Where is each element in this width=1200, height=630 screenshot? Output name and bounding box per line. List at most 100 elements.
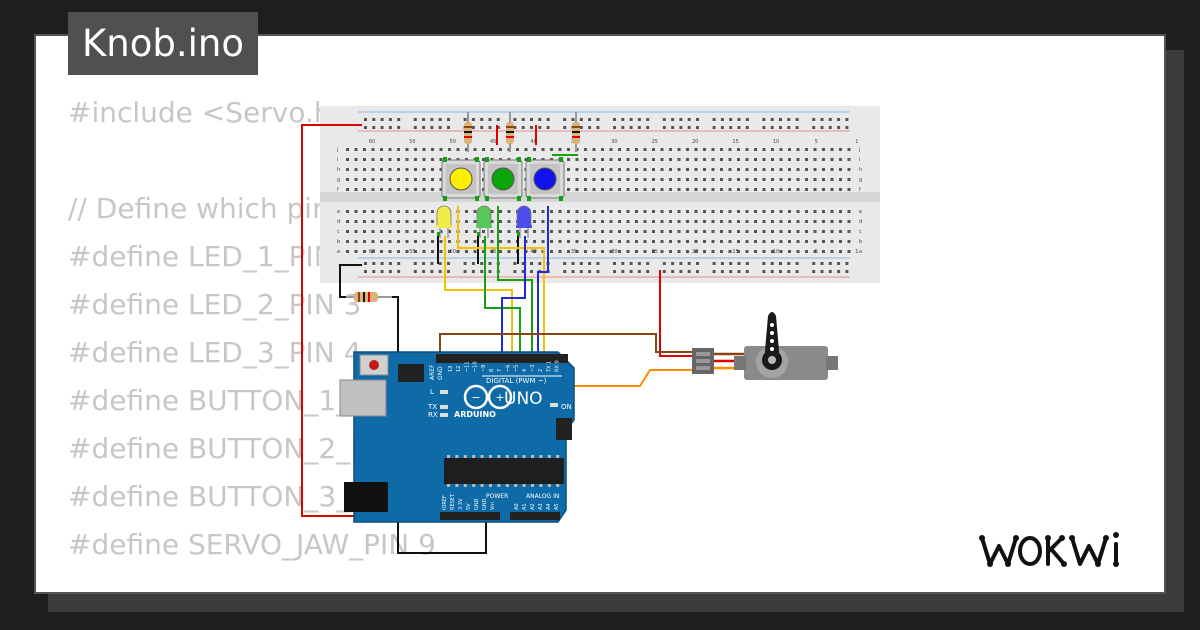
power-pin-label: GND bbox=[474, 498, 480, 510]
power-pin-label: IOREF bbox=[442, 495, 448, 510]
resistor-1 bbox=[464, 112, 472, 152]
resistor-2 bbox=[506, 112, 514, 152]
breadboard-row-letter: d bbox=[337, 219, 340, 225]
led-1 bbox=[436, 205, 452, 238]
power-pin-label: 3.3V bbox=[458, 498, 464, 510]
breadboard-row-letter: e bbox=[337, 209, 340, 215]
code-line: #define SERVO_JAW_PIN 9 bbox=[68, 528, 436, 561]
wire-green-btn bbox=[497, 206, 533, 358]
breadboard-row-letter: j bbox=[858, 147, 860, 153]
usb-connector bbox=[339, 379, 387, 417]
wire-blue-btn bbox=[537, 206, 549, 358]
push-buttons bbox=[441, 157, 565, 201]
resistor-gnd bbox=[346, 292, 392, 302]
breadboard-row-letter: a bbox=[859, 249, 862, 255]
breadboard-row-letter: j bbox=[336, 147, 338, 153]
analog-pin-label: A3 bbox=[538, 503, 544, 510]
led-3 bbox=[516, 205, 532, 238]
digital-pin-label: 7 bbox=[497, 369, 503, 372]
power-pin-label: Vin bbox=[490, 502, 496, 510]
breadboard-col-number: 20 bbox=[692, 249, 698, 255]
digital-pin-label: 13 bbox=[448, 366, 454, 372]
wire-red-servo bbox=[659, 270, 692, 357]
digital-pin-label: 8 bbox=[489, 369, 495, 372]
breadboard-col-number: 1 bbox=[855, 139, 858, 145]
push-button-2[interactable] bbox=[483, 157, 523, 201]
breadboard-col-number: 60 bbox=[369, 249, 375, 255]
breadboard-col-number: 10 bbox=[773, 249, 779, 255]
digital-pin-label: ~5 bbox=[514, 365, 520, 372]
digital-pin-label: ~3 bbox=[530, 365, 536, 372]
breadboard-row-letter: i bbox=[337, 157, 338, 163]
digital-pin-label: ~9 bbox=[481, 365, 487, 372]
breadboard-col-number: 30 bbox=[611, 249, 617, 255]
analog-pin-label: A5 bbox=[554, 503, 560, 510]
breadboard-col-number: 15 bbox=[732, 249, 738, 255]
breadboard-col-number: 50 bbox=[450, 139, 456, 145]
icsp-header-right bbox=[556, 418, 572, 440]
breadboard-row-letter: b bbox=[859, 239, 862, 245]
digital-pin-label: 4 bbox=[522, 369, 528, 372]
digital-pin-label: TX 1 bbox=[546, 361, 552, 373]
wire-blue-led3 bbox=[501, 236, 526, 358]
breadboard-col-number: 40 bbox=[530, 249, 536, 255]
aref-label: AREF bbox=[429, 364, 436, 380]
breadboard-row-letter: g bbox=[337, 177, 340, 183]
push-button-1[interactable] bbox=[441, 157, 481, 201]
breadboard-row-letter: g bbox=[859, 177, 862, 183]
reset-button-cap[interactable] bbox=[369, 360, 379, 370]
power-jack bbox=[344, 482, 388, 512]
analog-pin-label: A2 bbox=[530, 503, 536, 510]
analog-pin-label: A1 bbox=[522, 503, 528, 510]
leds bbox=[436, 205, 532, 238]
power-label: POWER bbox=[486, 493, 508, 500]
wokwi-logo bbox=[979, 532, 1119, 567]
digital-pin-label: ~6 bbox=[505, 365, 511, 372]
breadboard-col-number: 50 bbox=[450, 249, 456, 255]
digital-pin-label: 2 bbox=[538, 369, 544, 372]
atmega-chip bbox=[444, 458, 564, 484]
power-pin-label: 5V bbox=[466, 503, 472, 510]
tx-label: TX bbox=[427, 403, 437, 411]
resistor-3 bbox=[572, 112, 580, 152]
breadboard-col-number: 30 bbox=[611, 139, 617, 145]
arduino-logo-right bbox=[487, 384, 513, 410]
servo-motor bbox=[692, 312, 838, 380]
on-label: ON bbox=[561, 403, 572, 411]
breadboard-col-number: 40 bbox=[530, 139, 536, 145]
power-pin-label: GND bbox=[482, 498, 488, 510]
svg-text:−: − bbox=[471, 391, 480, 404]
wire-orange-servo-signal bbox=[560, 369, 692, 387]
digital-pin-label: RX 0 bbox=[555, 360, 561, 372]
sketch-filename-tag: Knob.ino bbox=[68, 12, 258, 75]
breadboard-col-number: 15 bbox=[732, 139, 738, 145]
gnd-label: GND bbox=[437, 366, 444, 380]
wire-red-short bbox=[496, 125, 537, 145]
digital-pin-label: ~10 bbox=[473, 361, 479, 372]
resistors bbox=[346, 112, 580, 302]
breadboard-col-number: 25 bbox=[652, 139, 658, 145]
breadboard-col-number: 5 bbox=[815, 139, 818, 145]
breadboard-row-letter: b bbox=[337, 239, 340, 245]
breadboard-col-number: 45 bbox=[490, 249, 496, 255]
rx-label: RX bbox=[428, 411, 438, 419]
board-brand: ARDUINO bbox=[454, 410, 496, 419]
breadboard-col-number: 5 bbox=[815, 249, 818, 255]
digital-header bbox=[436, 354, 568, 363]
push-button-3[interactable] bbox=[525, 157, 565, 201]
digital-pin-label: 12 bbox=[456, 366, 462, 372]
breadboard-col-number: 10 bbox=[773, 139, 779, 145]
wire-black-led-gnd bbox=[437, 236, 519, 264]
wire-yellow-btn bbox=[457, 206, 545, 358]
analog-label: ANALOG IN bbox=[526, 493, 559, 500]
breadboard-row-letter: c bbox=[337, 229, 340, 235]
board-name: UNO bbox=[504, 389, 543, 409]
analog-pin-label: A0 bbox=[514, 503, 520, 510]
breadboard-col-number: 55 bbox=[409, 139, 415, 145]
